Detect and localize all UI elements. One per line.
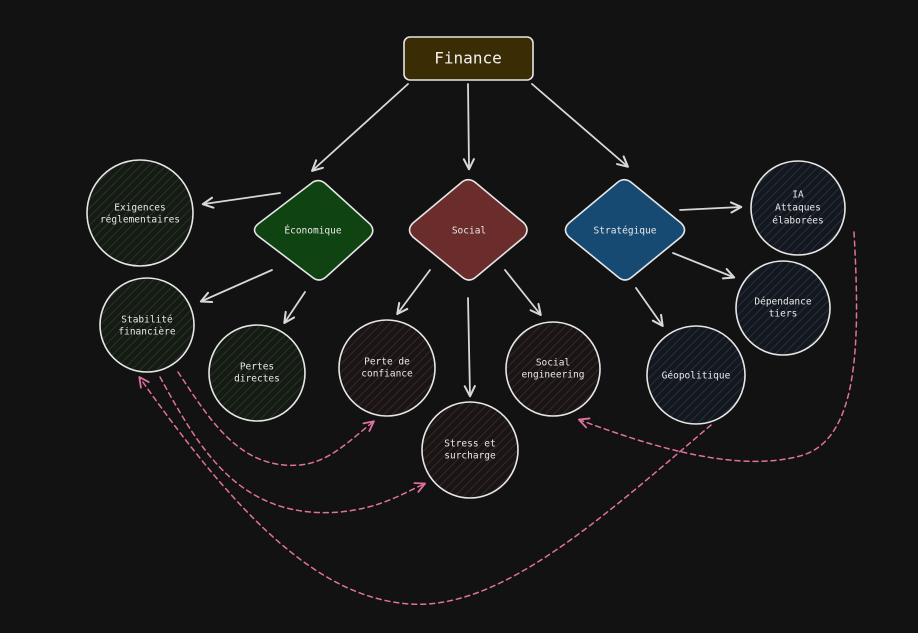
category-social[interactable]: Social [408, 178, 528, 281]
category-strategique[interactable]: Stratégique [564, 178, 686, 281]
category-strategique-label: Stratégique [594, 226, 657, 237]
link-geopolitique-stabilite [138, 376, 712, 605]
arrow-social-confiance [396, 269, 431, 316]
node-stress[interactable]: Stress et surcharge [421, 401, 519, 499]
dashed-links [138, 231, 858, 605]
node-dependance[interactable]: Dépendance tiers [735, 260, 831, 356]
arrow-strategique-geopolitique [635, 287, 664, 328]
root-arrows [311, 83, 629, 172]
arrow-social-engineering [504, 269, 542, 316]
node-confiance-line-2: confiance [361, 369, 413, 380]
node-ia-line-3: élaborées [772, 216, 823, 227]
arrow-strategique-dependance [672, 252, 736, 280]
node-stabilite-line-2: financière [118, 327, 175, 338]
node-dependance-line-2: tiers [769, 309, 798, 320]
root-node[interactable]: Finance [403, 36, 534, 81]
node-ia-line-2: Attaques [775, 203, 821, 214]
node-stabilite-line-1: Stabilité [121, 315, 173, 326]
arrow-economique-exigences [201, 192, 281, 209]
link-stabilite-confiance [177, 371, 375, 467]
category-economique-label: Économique [284, 225, 341, 237]
category-social-label: Social [452, 226, 486, 237]
node-ia-line-1: IA [792, 190, 804, 201]
arrow-social-stress [463, 297, 476, 398]
arrow-strategique-ia [679, 201, 743, 214]
arrow-economique-stabilite [199, 269, 273, 304]
strategique-arrows [635, 201, 743, 328]
arrow-economique-pertes [283, 291, 306, 325]
link-ia-engineering [577, 231, 858, 463]
node-social-engineering[interactable]: Social engineering [505, 321, 601, 417]
node-stress-line-2: surcharge [444, 451, 496, 462]
node-confiance-line-1: Perte de [364, 357, 410, 368]
arrow-root-social [462, 83, 475, 171]
node-geopolitique-line-1: Géopolitique [662, 371, 731, 382]
node-pertes-line-1: Pertes [240, 362, 274, 373]
node-exigences-line-1: Exigences [114, 203, 165, 214]
category-economique[interactable]: Économique [253, 179, 374, 281]
node-pertes[interactable]: Pertes directes [208, 324, 306, 422]
node-ia[interactable]: IA Attaques élaborées [750, 160, 846, 256]
node-confiance[interactable]: Perte de confiance [338, 319, 436, 417]
node-dependance-line-1: Dépendance [754, 297, 811, 308]
node-stress-line-1: Stress et [444, 439, 495, 450]
node-pertes-line-2: directes [234, 374, 280, 385]
arrow-root-economique [311, 83, 409, 172]
node-geopolitique[interactable]: Géopolitique [646, 325, 746, 425]
arrow-root-strategique [531, 83, 629, 168]
economique-arrows [199, 192, 306, 325]
node-stabilite[interactable]: Stabilité financière [99, 277, 195, 373]
node-social-engineering-line-1: Social [536, 358, 570, 369]
social-arrows [396, 269, 542, 398]
link-stabilite-stress [159, 376, 426, 514]
node-exigences[interactable]: Exigences réglementaires [86, 159, 194, 267]
node-exigences-line-2: réglementaires [100, 215, 180, 226]
node-social-engineering-line-2: engineering [522, 370, 585, 381]
root-label: Finance [434, 49, 501, 68]
